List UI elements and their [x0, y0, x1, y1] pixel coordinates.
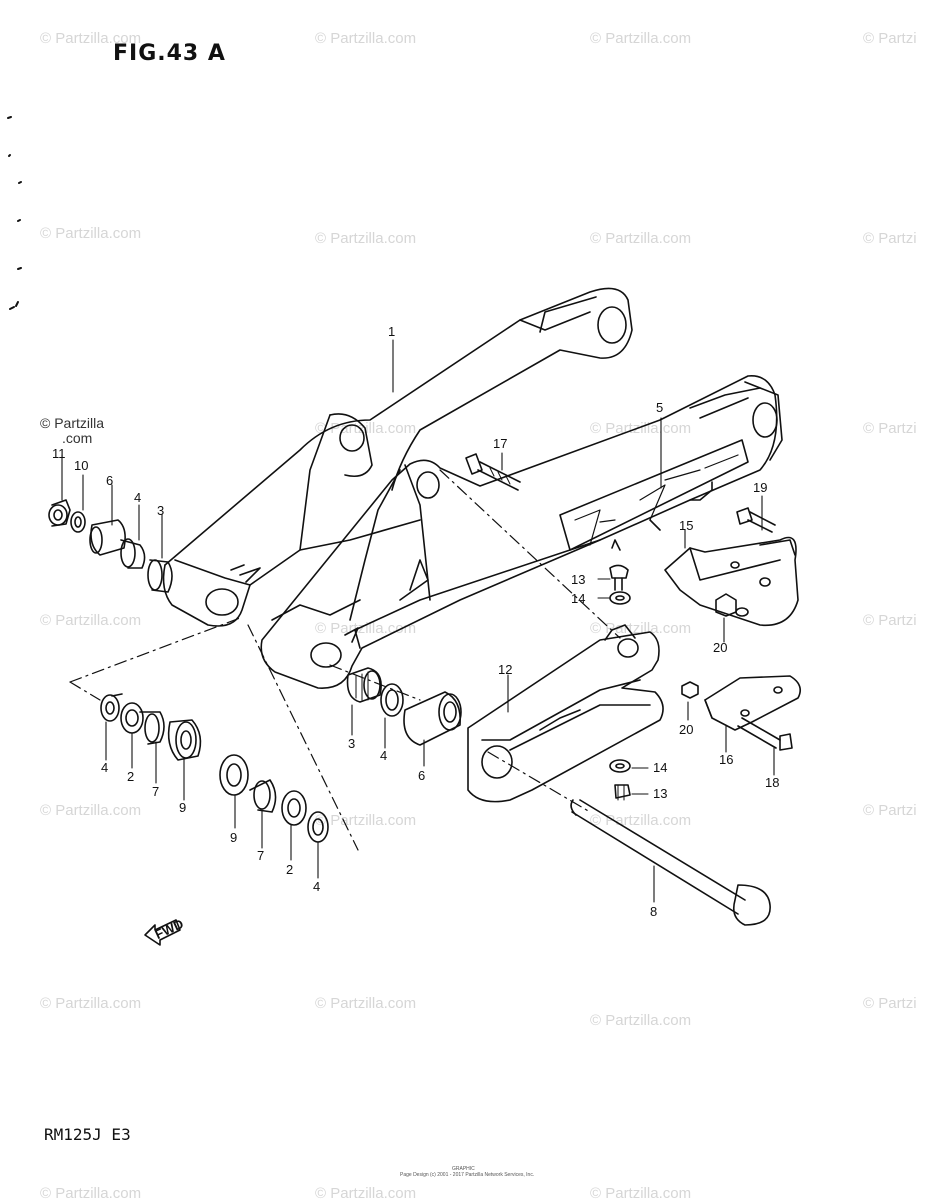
callout-3a: 3 [157, 503, 164, 518]
bolt-part-13-upper[interactable] [609, 564, 629, 591]
watermark: © Partzilla.com [315, 995, 417, 1012]
watermark: © Partzilla.com [40, 1185, 142, 1202]
callout-14a: 14 [571, 591, 585, 606]
callout-16: 16 [719, 752, 733, 767]
watermark: © Partzilla.com [590, 420, 692, 437]
callout-11: 11 [52, 446, 66, 461]
watermark: © Partzi [863, 30, 917, 47]
watermark: © Partzilla.com [590, 230, 692, 247]
center-bearing-stack[interactable] [346, 667, 462, 746]
callout-2a: 2 [127, 769, 134, 784]
callout-8: 8 [650, 904, 657, 919]
bolt-part-13-lower[interactable] [614, 784, 631, 801]
callout-10: 10 [74, 458, 88, 473]
callout-2b: 2 [286, 862, 293, 877]
callout-7b: 7 [257, 848, 264, 863]
model-code: RM125J E3 [44, 1125, 131, 1144]
callout-5: 5 [656, 400, 663, 415]
washer-part-14-lower[interactable] [609, 759, 631, 773]
bracket-part-15[interactable] [664, 536, 799, 627]
watermark: © Partzi [863, 230, 917, 247]
watermark: © Partzilla.com [40, 995, 142, 1012]
callout-9b: 9 [230, 830, 237, 845]
watermark: © Partzilla.com [315, 620, 417, 637]
fwd-arrow-icon: FWD [144, 916, 186, 946]
watermark: © Partzilla.com [590, 1012, 692, 1029]
footer-id: GRAPHIC [452, 1166, 475, 1172]
callout-4b: 4 [380, 748, 387, 763]
washer-part-14-upper[interactable] [609, 591, 631, 605]
watermark: © Partzilla.com [315, 812, 417, 829]
callout-18: 18 [765, 775, 779, 790]
callout-4a: 4 [134, 490, 141, 505]
bolt-part-19[interactable] [736, 507, 776, 533]
callout-6a: 6 [106, 473, 113, 488]
lower-middle-seal-stack[interactable] [219, 754, 329, 843]
alignment-lines [69, 469, 621, 851]
axle-bolt-part-8[interactable] [570, 799, 771, 926]
watermark: © Partzilla.com [315, 1185, 417, 1202]
torque-link-part-12[interactable] [467, 624, 664, 803]
watermark: © Partzilla.com [40, 802, 142, 819]
callout-20a: 20 [713, 640, 727, 655]
callout-9a: 9 [179, 800, 186, 815]
bolt-part-18[interactable] [737, 717, 793, 751]
callout-3b: 3 [348, 736, 355, 751]
watermark: © Partzilla.com [590, 1185, 692, 1202]
watermark: © Partzi [863, 420, 917, 437]
chain-guide-part-16[interactable] [704, 675, 801, 731]
watermark: © Partzilla.com [40, 612, 142, 629]
pivot-hardware-left[interactable] [48, 499, 173, 593]
callout-20b: 20 [679, 722, 693, 737]
fwd-label: FWD [153, 916, 186, 942]
callout-14b: 14 [653, 760, 667, 775]
swingarm-decal-part-5[interactable] [559, 439, 749, 551]
leader-lines [61, 339, 775, 903]
callout-17: 17 [493, 436, 507, 451]
copyright-domain: .com [62, 430, 93, 446]
swingarm-part-1[interactable] [162, 287, 783, 689]
callout-19: 19 [753, 480, 767, 495]
callout-13a: 13 [571, 572, 585, 587]
callout-12: 12 [498, 662, 512, 677]
watermark: © Partzi [863, 612, 917, 629]
figure-title: FIG.43 A [113, 41, 226, 66]
callout-4d: 4 [313, 879, 320, 894]
bolt-part-17[interactable] [465, 453, 521, 491]
nut-part-20-lower[interactable] [681, 681, 699, 699]
watermark: © Partzilla.com [590, 620, 692, 637]
watermark: © Partzi [863, 995, 917, 1012]
watermark: © Partzilla.com [590, 30, 692, 47]
copyright-label: © Partzilla [40, 415, 104, 431]
callout-6b: 6 [418, 768, 425, 783]
callout-15: 15 [679, 518, 693, 533]
watermark: © Partzi [863, 802, 917, 819]
watermark: © Partzilla.com [40, 225, 142, 242]
nut-part-20-upper[interactable] [715, 593, 737, 617]
footer-credit: Page Design (c) 2001 - 2017 Partzilla Ne… [400, 1172, 535, 1178]
watermark: © Partzilla.com [315, 30, 417, 47]
callout-7a: 7 [152, 784, 159, 799]
callout-1: 1 [388, 324, 395, 339]
callout-4c: 4 [101, 760, 108, 775]
watermark: © Partzilla.com [590, 812, 692, 829]
watermark: © Partzilla.com [40, 30, 142, 47]
lower-left-seal-stack[interactable] [100, 693, 202, 761]
watermark: © Partzilla.com [315, 230, 417, 247]
callout-numbers: 1 5 17 19 11 10 6 4 3 12 15 13 14 20 20 … [52, 324, 779, 919]
callout-13b: 13 [653, 786, 667, 801]
edge-marks [7, 116, 22, 310]
